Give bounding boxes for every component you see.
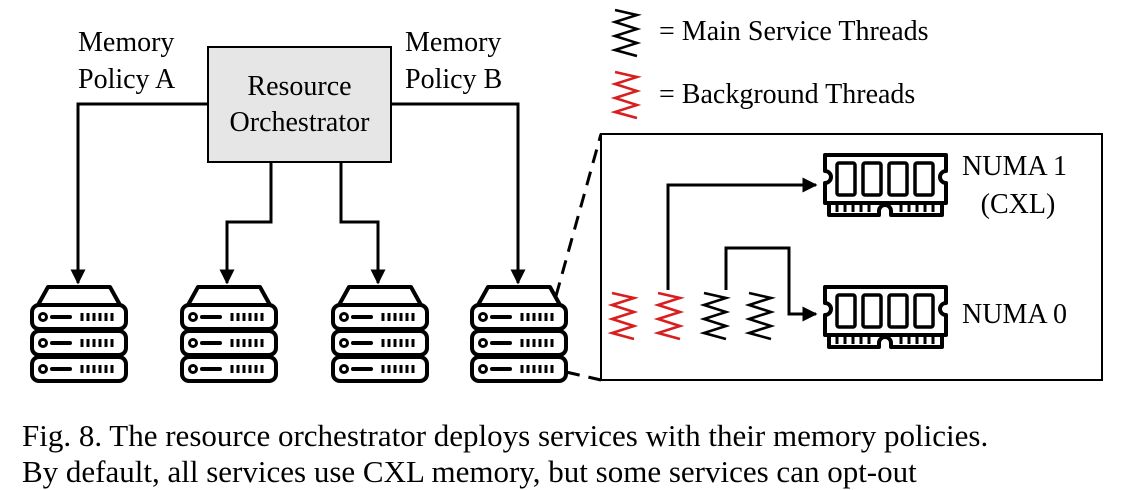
policy-b-label-line1: Memory bbox=[405, 27, 502, 58]
main-to-numa0-arrow bbox=[724, 246, 818, 322]
server-icon-4 bbox=[470, 285, 568, 383]
legend-main-thread-icon bbox=[613, 8, 639, 58]
caption-line1: Fig. 8. The resource orchestrator deploy… bbox=[22, 418, 989, 453]
caption-line2: By default, all services use CXL memory,… bbox=[22, 454, 917, 489]
orchestrator-arrow-2 bbox=[219, 162, 273, 285]
policy-a-arrow bbox=[70, 102, 208, 285]
orchestrator-label-line1: Resource bbox=[247, 71, 352, 102]
orchestrator-arrow-3 bbox=[339, 162, 386, 285]
numa1-label-line2: (CXL) bbox=[980, 189, 1056, 220]
policy-b-arrow bbox=[391, 102, 526, 285]
orchestrator-box bbox=[207, 46, 392, 163]
legend-background-label: = Background Threads bbox=[659, 79, 916, 110]
zoom-line-bottom bbox=[565, 370, 602, 382]
orchestrator-label-line2: Orchestrator bbox=[229, 107, 370, 138]
policy-b-label-line2: Policy B bbox=[405, 64, 503, 95]
numa1-label-line1: NUMA 1 bbox=[962, 151, 1068, 182]
legend-background-thread-icon bbox=[613, 70, 639, 120]
server-icon-2 bbox=[180, 285, 278, 383]
zoom-line-top bbox=[554, 133, 603, 297]
policy-a-label-line1: Memory bbox=[78, 27, 175, 58]
numa0-label: NUMA 0 bbox=[962, 299, 1068, 330]
legend-main-label: = Main Service Threads bbox=[659, 16, 929, 47]
server-icon-3 bbox=[331, 285, 429, 383]
background-to-numa1-arrow bbox=[666, 177, 818, 290]
architecture-diagram bbox=[30, 8, 1103, 383]
figure-caption: Fig. 8. The resource orchestrator deploy… bbox=[22, 418, 1122, 490]
server-icon-1 bbox=[30, 285, 128, 383]
policy-a-label-line2: Policy A bbox=[78, 64, 176, 95]
